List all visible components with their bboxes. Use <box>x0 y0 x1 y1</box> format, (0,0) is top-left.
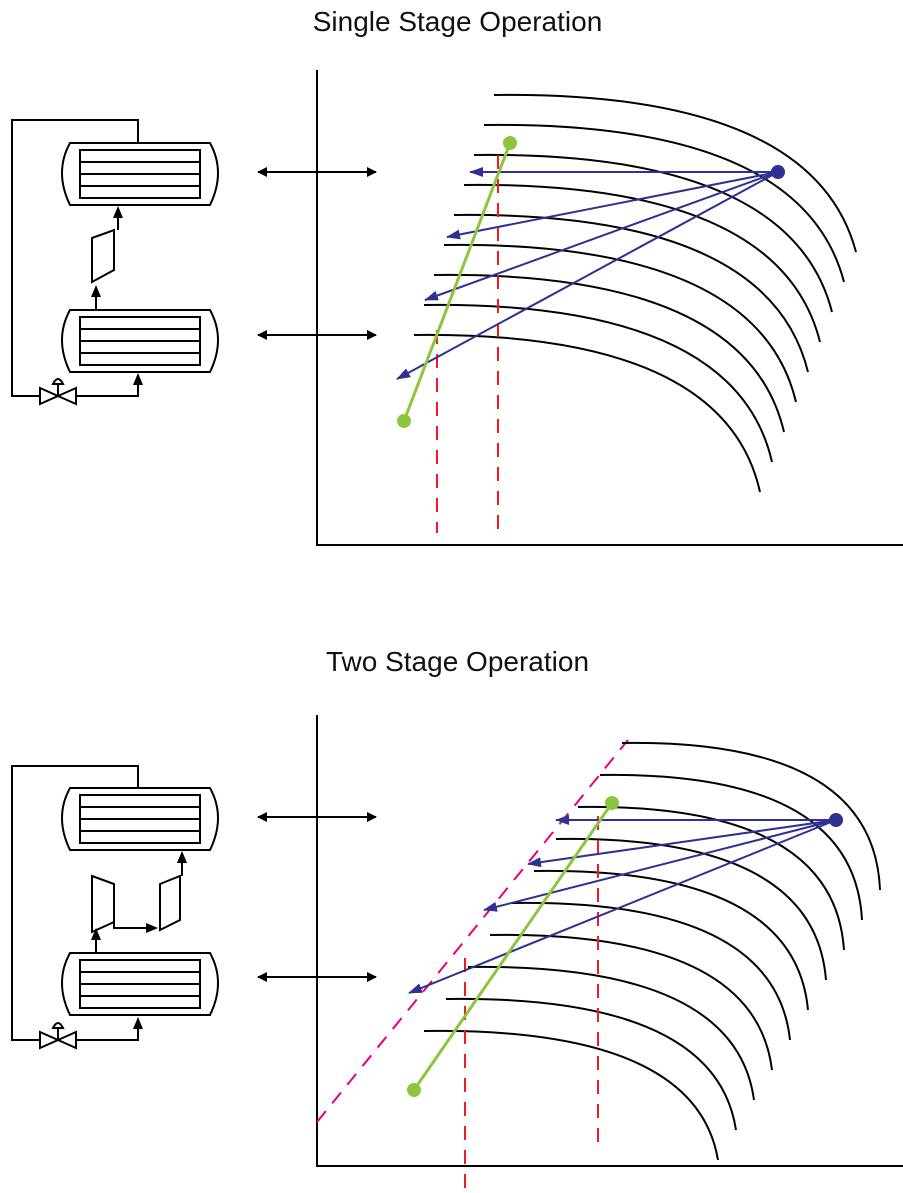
isoline-curve <box>493 93 857 253</box>
axes <box>316 715 903 1167</box>
isoline-curve <box>555 837 827 981</box>
isoline-curve <box>599 773 863 921</box>
isolines <box>413 93 857 493</box>
panel-title: Single Stage Operation <box>312 6 603 37</box>
isoline-curve <box>621 741 881 891</box>
compressor <box>91 228 115 284</box>
isolines <box>423 741 881 1161</box>
single-stage-diagram <box>11 70 903 546</box>
single-stage-schematic <box>11 119 219 406</box>
flow-arrowheads <box>91 851 187 1029</box>
two-stage-diagram <box>11 715 903 1193</box>
two-stage-schematic <box>11 765 219 1050</box>
evaporator <box>61 309 219 373</box>
isoline-curve <box>483 123 845 283</box>
state-line <box>407 796 619 1097</box>
state-line <box>397 136 517 428</box>
source-point <box>771 165 785 179</box>
isoline-curve <box>423 303 773 463</box>
isoline-curve <box>463 183 821 343</box>
condenser <box>61 142 219 206</box>
projection-lines <box>464 816 599 1193</box>
source-point <box>829 813 843 827</box>
condenser <box>61 787 219 851</box>
operating-envelope <box>316 739 629 1123</box>
projection-lines <box>436 155 499 533</box>
isoline-curve <box>511 901 791 1041</box>
compressor-high <box>159 874 181 932</box>
isoline-curve <box>443 243 797 403</box>
expansion-valve <box>39 378 77 406</box>
flow-vectors <box>396 167 779 380</box>
isoline-curve <box>453 213 809 373</box>
single-stage-panel: Single Stage Operation <box>0 0 903 580</box>
isoline-curve <box>423 1029 719 1161</box>
two-stage-panel: Two Stage Operation <box>0 640 903 1193</box>
evaporator <box>61 952 219 1016</box>
axes <box>316 70 903 546</box>
isoline-curve <box>489 933 773 1071</box>
isoline-curve <box>413 333 761 493</box>
isoline-curve <box>577 805 845 951</box>
isoline-curve <box>433 273 785 433</box>
isoline-curve <box>467 965 755 1101</box>
compressor-low <box>91 874 115 934</box>
panel-title: Two Stage Operation <box>325 646 590 677</box>
flow-vectors <box>408 815 837 994</box>
isoline-curve <box>533 869 809 1011</box>
isoline-curve <box>445 997 737 1131</box>
expansion-valve <box>39 1022 77 1050</box>
flow-arrowheads <box>91 206 143 385</box>
